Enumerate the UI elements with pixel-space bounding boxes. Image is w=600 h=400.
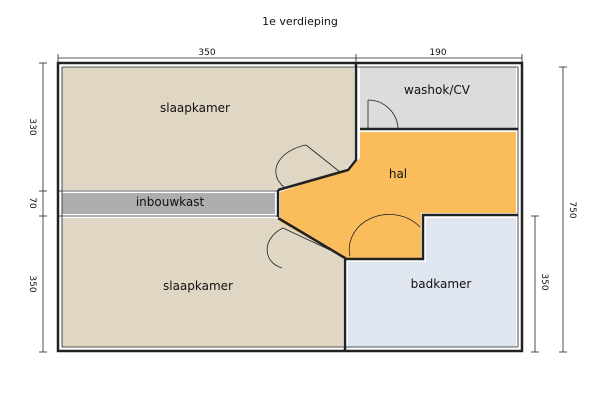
- room-bedroom-bottom: [62, 218, 343, 347]
- dim-left-bottom: 350: [27, 275, 37, 292]
- dim-top-left: 350: [198, 48, 215, 58]
- dim-right-total: 750: [567, 201, 577, 218]
- label-closet: inbouwkast: [136, 195, 205, 209]
- dim-top-right: 190: [429, 48, 446, 58]
- label-bedroom-bottom: slaapkamer: [163, 279, 233, 293]
- room-hall: [280, 132, 516, 258]
- label-bathroom: badkamer: [411, 277, 472, 291]
- dim-left-top: 330: [27, 118, 37, 135]
- dim-left-middle: 70: [27, 197, 37, 209]
- room-bathroom: [348, 218, 516, 347]
- room-laundry: [360, 67, 516, 128]
- walls: [56, 61, 524, 353]
- plan-title: 1e verdieping: [262, 15, 338, 28]
- dimension-lines: [39, 54, 567, 353]
- label-bedroom-top: slaapkamer: [160, 101, 230, 115]
- label-hall: hal: [389, 167, 407, 181]
- label-laundry: washok/CV: [404, 83, 471, 97]
- room-bedroom-top: [62, 67, 354, 190]
- room-closet: [62, 193, 275, 214]
- door-swings: [266, 99, 421, 269]
- dim-right-bath: 350: [539, 273, 549, 290]
